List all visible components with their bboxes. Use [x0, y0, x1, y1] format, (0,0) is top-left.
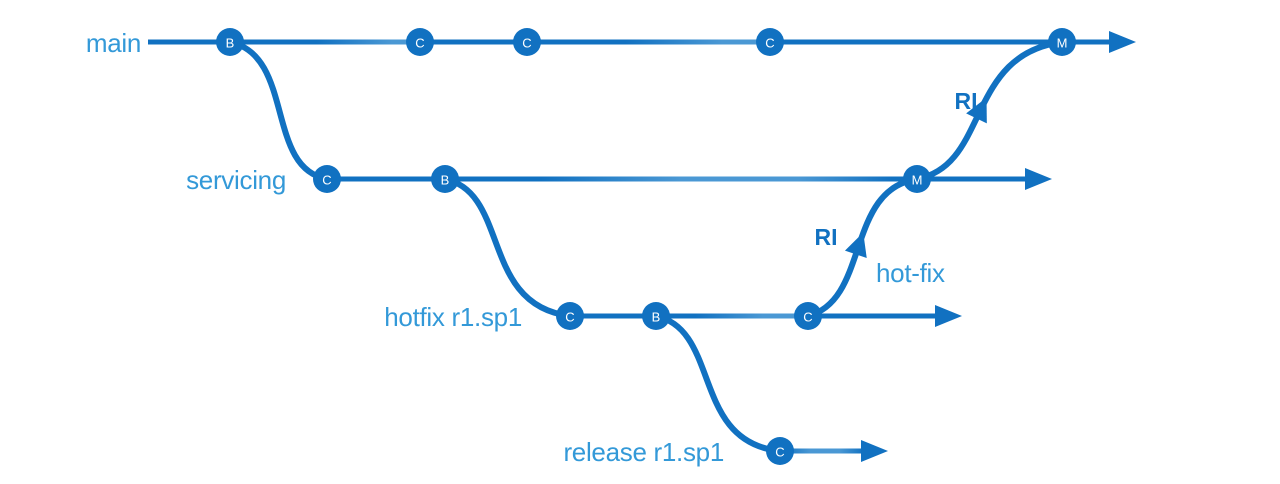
servicing-arrow-head-icon — [1025, 168, 1052, 190]
hotfix-branch — [570, 305, 962, 327]
main-branch — [148, 31, 1136, 53]
release-arrow-head-icon — [861, 440, 888, 462]
branch-curve-hotfix-to-release — [655, 313, 781, 454]
main-branch-label: main — [86, 28, 141, 58]
ri-to-servicing-label: RI — [815, 224, 838, 250]
hotfix-branch-nodes: C B C — [556, 302, 822, 330]
hotfix-commit-node-letter: C — [803, 310, 812, 325]
release-commit-node-letter: C — [775, 445, 784, 460]
main-branch-node-letter: B — [226, 36, 235, 51]
hotfix-note-label: hot-fix — [876, 258, 945, 288]
main-branch-node-circle — [216, 28, 244, 56]
ri-curve-lower-half — [916, 97, 987, 182]
servicing-branch — [327, 168, 1052, 190]
main-branch-nodes: B C C C M — [216, 28, 1076, 56]
release-branch-nodes: C — [766, 437, 794, 465]
main-commit-node-letter: C — [765, 36, 774, 51]
servicing-branch-node-circle — [431, 165, 459, 193]
branch-curve-servicing-to-hotfix — [444, 176, 571, 319]
servicing-merge-node-circle — [903, 165, 931, 193]
ri-to-main-label: RI — [955, 88, 978, 114]
hotfix-commit-node-circle — [556, 302, 584, 330]
hotfix-branch-label: hotfix r1.sp1 — [384, 302, 522, 332]
main-commit-node-circle — [406, 28, 434, 56]
main-arrow-head-icon — [1109, 31, 1136, 53]
hotfix-commit-node-letter: C — [565, 310, 574, 325]
release-commit-node-circle — [766, 437, 794, 465]
main-commit-node-letter: C — [415, 36, 424, 51]
ri-curve-servicing-to-main — [916, 39, 1063, 182]
release-branch — [782, 440, 888, 462]
servicing-merge-node-letter: M — [912, 173, 923, 188]
hotfix-commit-node-circle — [794, 302, 822, 330]
servicing-branch-node-letter: B — [441, 173, 450, 188]
servicing-commit-node-circle — [313, 165, 341, 193]
main-commit-node-letter: C — [522, 36, 531, 51]
servicing-branch-nodes: C B M — [313, 165, 931, 193]
main-merge-node-letter: M — [1057, 36, 1068, 51]
hotfix-branch-node-circle — [642, 302, 670, 330]
main-commit-node-circle — [756, 28, 784, 56]
servicing-branch-label: servicing — [186, 165, 286, 195]
hotfix-branch-node-letter: B — [652, 310, 661, 325]
branch-curve-main-to-servicing — [229, 39, 328, 182]
servicing-commit-node-letter: C — [322, 173, 331, 188]
release-branch-label: release r1.sp1 — [563, 437, 724, 467]
main-commit-node-circle — [513, 28, 541, 56]
ri-curve-upper-half — [977, 39, 1063, 112]
hotfix-arrow-head-icon — [935, 305, 962, 327]
main-merge-node-circle — [1048, 28, 1076, 56]
